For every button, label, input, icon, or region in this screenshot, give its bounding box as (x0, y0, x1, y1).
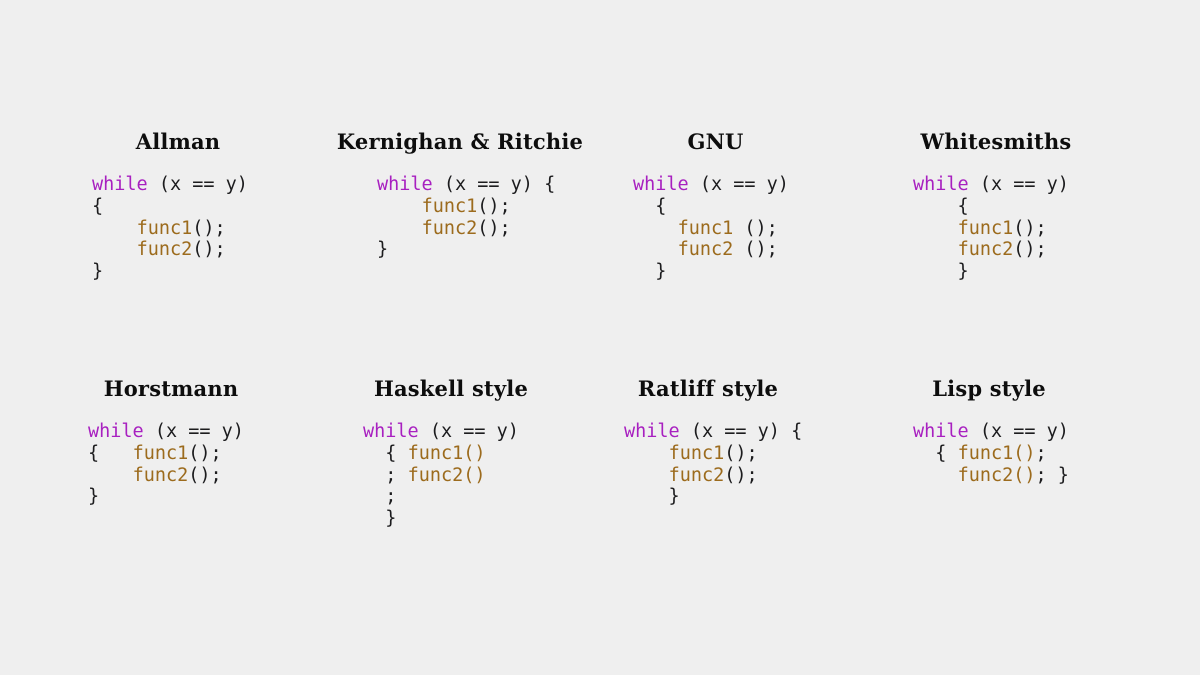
code-token-default: (x == y) { (679, 421, 803, 442)
code-token-function: func2 (957, 239, 1014, 261)
code-token-default: (x == y) (143, 421, 244, 442)
code-block: while (x == y) { func1(); func2(); } (913, 421, 1098, 486)
panel-title: GNU (687, 129, 744, 154)
code-token-function: func2() (957, 464, 1036, 486)
code-token-default: ; (1035, 442, 1047, 464)
code-block: while (x == y) { func1(); func2(); } (624, 421, 816, 508)
code-token-default: (x == y) { (432, 174, 556, 195)
code-token-default: { (913, 442, 958, 464)
code-token-default (913, 218, 958, 239)
code-token-default: (); (192, 217, 226, 239)
panel-title: Kernighan & Ritchie (336, 129, 584, 154)
code-token-default (633, 218, 678, 239)
style-panel-horstmann: Horstmann while (x == y) { func1(); func… (60, 376, 282, 508)
code-token-default (88, 465, 133, 486)
code-block: while (x == y) { func1 (); func2 (); } (633, 174, 831, 283)
panel-title: Horstmann (103, 376, 239, 401)
code-token-keyword: while (913, 174, 969, 195)
panel-title: Allman (135, 129, 221, 154)
code-token-function: func2 (421, 217, 478, 239)
code-token-default: (x == y) (968, 174, 1069, 195)
code-token-default (92, 218, 137, 239)
code-token-function: func1 (132, 442, 189, 464)
code-token-default (92, 239, 137, 260)
style-panel-ratliff: Ratliff style while (x == y) { func1(); … (600, 376, 816, 508)
code-token-default: } (363, 508, 397, 530)
panel-title: Whitesmiths (920, 129, 1072, 154)
code-token-keyword: while (633, 174, 689, 195)
style-panel-whitesmiths: Whitesmiths while (x == y) { func1(); fu… (880, 129, 1112, 283)
code-token-default: (x == y) (147, 174, 248, 195)
code-token-default (913, 465, 958, 486)
code-block: while (x == y) { func1() ; func2() ; } (363, 421, 572, 530)
code-token-default: } (88, 486, 100, 508)
code-token-function: func2 (677, 239, 734, 261)
style-panel-allman: Allman while (x == y) { func1(); func2()… (60, 129, 296, 283)
code-token-default: ; } (1035, 464, 1069, 486)
code-token-keyword: while (377, 174, 433, 195)
code-token-default: (x == y) (418, 421, 519, 442)
code-token-default (624, 465, 669, 486)
code-token-default (913, 239, 958, 260)
style-panel-kernighan-ritchie: Kernighan & Ritchie while (x == y) { fun… (330, 129, 590, 261)
style-panel-haskell: Haskell style while (x == y) { func1() ;… (330, 376, 572, 530)
code-token-default: { (92, 195, 104, 217)
code-block: while (x == y) { func1(); func2(); } (377, 174, 590, 261)
code-token-default: (); (1013, 239, 1047, 261)
code-token-default: (x == y) (688, 174, 789, 195)
code-token-default: (); (1013, 217, 1047, 239)
code-token-default: } (624, 486, 680, 508)
code-token-keyword: while (88, 421, 144, 442)
code-block: while (x == y) { func1(); func2(); } (92, 174, 296, 283)
code-token-function: func2 (136, 239, 193, 261)
code-token-default: } (92, 261, 104, 283)
code-token-default: { (88, 442, 133, 464)
panel-title: Haskell style (373, 376, 529, 401)
code-token-function: func1 (421, 195, 478, 217)
code-token-keyword: while (92, 174, 148, 195)
code-token-function: func1 (677, 217, 734, 239)
code-token-function: func1 (957, 217, 1014, 239)
code-token-default: (); (188, 442, 222, 464)
panel-title: Ratliff style (637, 376, 779, 401)
code-token-default: (); (192, 239, 226, 261)
code-token-function: func1 (668, 442, 725, 464)
code-token-default: } (633, 261, 667, 283)
code-token-default (633, 239, 678, 260)
code-token-function: func1 (136, 217, 193, 239)
code-token-function: func2 (668, 464, 725, 486)
code-block: while (x == y) { func1(); func2(); } (88, 421, 282, 508)
code-token-default (624, 443, 669, 464)
code-token-default: (); (733, 217, 778, 239)
code-block: while (x == y) { func1(); func2(); } (913, 174, 1112, 283)
code-token-function: func1() (957, 442, 1036, 464)
code-token-default: (); (188, 464, 222, 486)
code-token-default: { (363, 442, 408, 464)
style-panel-lisp: Lisp style while (x == y) { func1(); fun… (880, 376, 1098, 486)
code-token-keyword: while (624, 421, 680, 442)
code-token-default (377, 196, 422, 217)
code-token-default: } (913, 261, 969, 283)
code-token-function: func1() (407, 442, 486, 464)
code-token-default: } (377, 239, 389, 261)
code-token-default: (); (733, 239, 778, 261)
code-token-default: ; (363, 486, 397, 508)
code-token-default (377, 218, 422, 239)
code-token-default: (); (724, 442, 758, 464)
code-token-default: (); (477, 195, 511, 217)
code-token-default: (x == y) (968, 421, 1069, 442)
code-token-keyword: while (913, 421, 969, 442)
code-token-default: (); (477, 217, 511, 239)
code-token-default: (); (724, 464, 758, 486)
style-panel-gnu: GNU while (x == y) { func1 (); func2 ();… (600, 129, 831, 283)
code-token-default: { (913, 195, 969, 217)
panel-title: Lisp style (932, 376, 1046, 401)
code-token-function: func2() (407, 464, 486, 486)
code-token-keyword: while (363, 421, 419, 442)
code-token-default: { (633, 195, 667, 217)
code-token-function: func2 (132, 464, 189, 486)
code-token-default: ; (363, 464, 408, 486)
